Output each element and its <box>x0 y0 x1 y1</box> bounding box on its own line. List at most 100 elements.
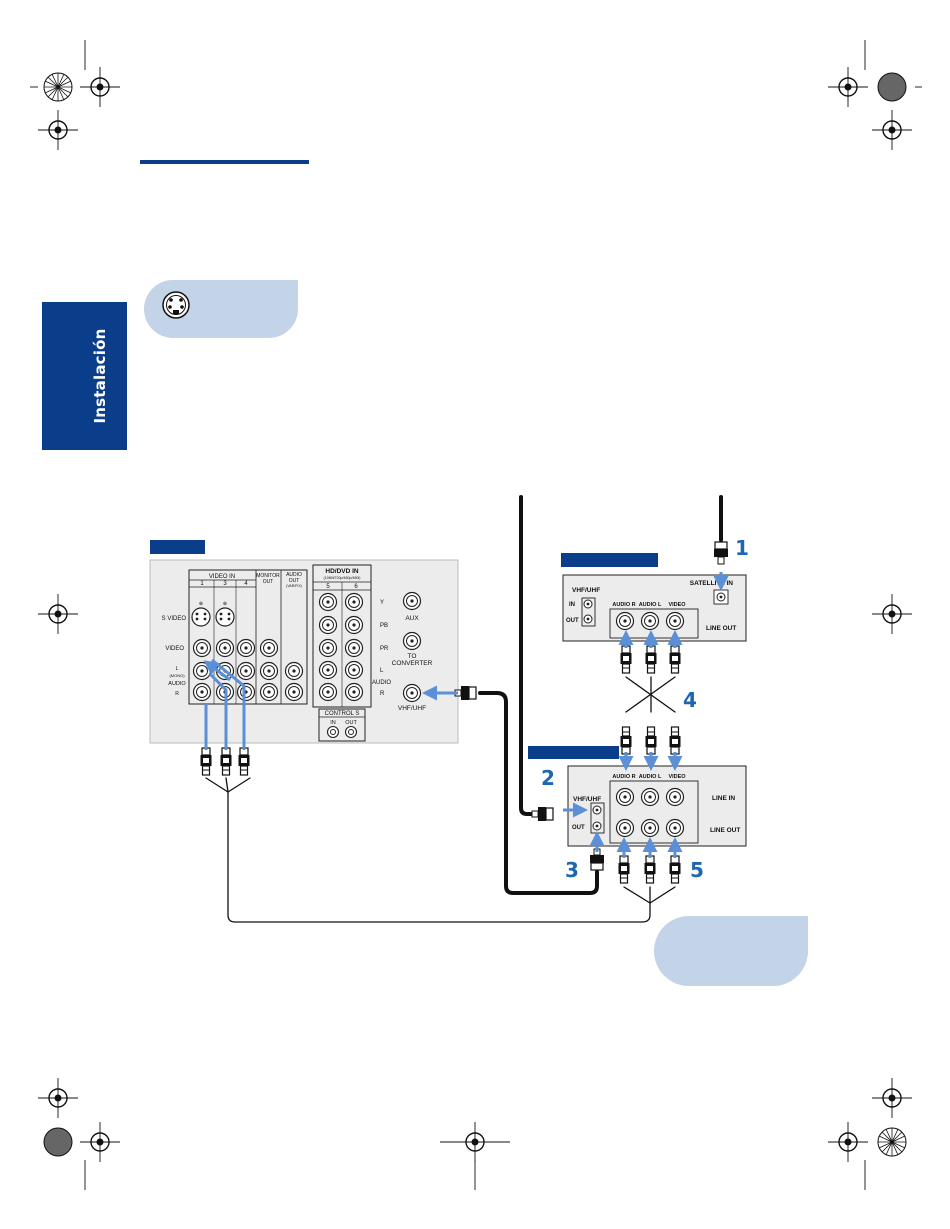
hddvd-row-r: R <box>380 691 385 697</box>
step-numbers: 1 2 3 4 5 <box>541 536 749 882</box>
video-in-col-4: 4 <box>244 581 248 587</box>
tv-vhf-uhf-label: VHF/UHF <box>398 705 426 712</box>
svg-text:⊕: ⊕ <box>223 601 227 607</box>
satellite-in-label: SATELLITE IN <box>690 580 734 587</box>
sat-line-out-label: LINE OUT <box>706 625 736 632</box>
step-5: 5 <box>690 858 704 882</box>
svideo-connector-icon <box>162 291 190 319</box>
vcr-audio-l-label: AUDIO L <box>639 774 662 780</box>
audio-out-label-2: OUT <box>289 578 300 584</box>
crosshair-icon <box>827 66 869 108</box>
vcr-video-label: VIDEO <box>668 774 686 780</box>
starburst-icon <box>877 72 907 102</box>
crosshair-icon <box>79 1121 121 1163</box>
crosshair-icon <box>871 593 913 635</box>
hddvd-col-5: 5 <box>326 584 330 590</box>
black-cables <box>205 495 723 923</box>
audio-jack-icon <box>284 682 304 702</box>
monitor-out-label-1: MONITOR <box>256 573 280 579</box>
vhf-uhf-jack-icon <box>402 683 422 703</box>
video-in-header: VIDEO IN <box>209 574 235 580</box>
vcr-line-out-label: LINE OUT <box>710 827 740 834</box>
sat-out-label: OUT <box>566 618 579 624</box>
step-4: 4 <box>683 688 697 712</box>
vcr: VHF/UHF IN OUT AUDIO R AUDIO L VIDEO LIN… <box>528 746 747 847</box>
crosshair-icon <box>37 593 79 635</box>
to-converter-label-1: TO <box>408 653 417 660</box>
starburst-icon <box>43 72 73 102</box>
vcr-line-in-label: LINE IN <box>712 795 735 802</box>
audio-jack-icon <box>192 682 212 702</box>
sat-vhf-uhf-label: VHF/UHF <box>572 587 600 594</box>
starburst-icon <box>43 1127 73 1157</box>
audio-jack-icon <box>259 682 279 702</box>
hddvd-audio-label: AUDIO <box>372 680 391 686</box>
audio-r-label: R <box>175 691 179 697</box>
svideo-jack-icon <box>191 607 211 627</box>
note-bubble-bottom <box>654 916 808 986</box>
converter-jack-icon <box>402 631 422 651</box>
video-jack-icon <box>215 638 235 658</box>
crosshair-icon <box>827 1121 869 1163</box>
aux-jack-icon <box>402 591 422 611</box>
tv-rear-panel: VIDEO IN 1 3 4 MONITOR OUT AUDIO OUT (VA… <box>149 540 459 744</box>
hddvd-row-y: Y <box>380 600 384 606</box>
starburst-icon <box>877 1127 907 1157</box>
video-in-col-1: 1 <box>200 581 204 587</box>
svideo-row-label: S VIDEO <box>162 616 187 622</box>
hddvd-header: HD/DVD IN <box>325 568 359 575</box>
video-jack-icon <box>259 638 279 658</box>
sat-audio-l-label: AUDIO L <box>639 602 662 608</box>
aux-label: AUX <box>405 615 419 622</box>
control-s-in: IN <box>330 720 336 726</box>
step-2: 2 <box>541 766 555 790</box>
audio-jack-icon <box>284 661 304 681</box>
step-1: 1 <box>735 536 749 560</box>
audio-jack-icon <box>236 661 256 681</box>
audio-out-label-3: (VAR/FIX) <box>286 584 302 588</box>
control-s-out: OUT <box>345 720 357 726</box>
step-3: 3 <box>565 858 579 882</box>
hddvd-row-l: L <box>380 668 384 674</box>
video-in-col-3: 3 <box>223 581 227 587</box>
hddvd-col-6: 6 <box>354 584 358 590</box>
svideo-jack-icon <box>215 607 235 627</box>
video-jack-icon <box>192 638 212 658</box>
svg-text:⊕: ⊕ <box>199 601 203 607</box>
hddvd-row-pr: PR <box>380 646 389 652</box>
section-tab <box>42 302 127 450</box>
audio-row-label: AUDIO <box>168 681 186 687</box>
vcr-audio-r-label: AUDIO R <box>612 774 635 780</box>
header-rule <box>140 160 309 164</box>
crosshair-icon <box>79 66 121 108</box>
connection-arrows <box>203 572 729 858</box>
sat-video-label: VIDEO <box>668 602 686 608</box>
crosshair-icon <box>37 109 79 151</box>
hddvd-subheader: (1080i/720p/480p/480i) <box>324 576 361 580</box>
control-s-title: CONTROL S <box>325 711 360 717</box>
audio-jack-icon <box>236 682 256 702</box>
to-converter-label-2: CONVERTER <box>392 660 433 667</box>
sat-in-label: IN <box>569 602 575 608</box>
monitor-out-label-2: OUT <box>263 579 274 585</box>
audio-mono-label: (MONO) <box>169 673 185 678</box>
audio-out-label-1: AUDIO <box>286 572 302 578</box>
crosshair-icon <box>37 1077 79 1119</box>
sat-audio-r-label: AUDIO R <box>612 602 635 608</box>
vcr-label-bar <box>528 746 619 759</box>
satellite-label-bar <box>561 553 658 567</box>
audio-l-label: L <box>176 666 179 672</box>
registration-marks <box>30 40 922 1190</box>
video-jack-icon <box>236 638 256 658</box>
audio-jack-icon <box>259 661 279 681</box>
connector-plugs <box>199 541 728 884</box>
video-row-label: VIDEO <box>165 646 184 652</box>
crosshair-icon <box>871 1077 913 1119</box>
tv-label-bar <box>150 540 205 554</box>
crosshair-icon <box>871 109 913 151</box>
hddvd-row-pb: PB <box>380 623 388 629</box>
satellite-receiver: VHF/UHF IN OUT SATELLITE IN AUDIO R AUDI… <box>561 553 747 642</box>
vcr-vhf-uhf-label: VHF/UHF <box>573 796 601 803</box>
vcr-out-label: OUT <box>572 825 585 831</box>
